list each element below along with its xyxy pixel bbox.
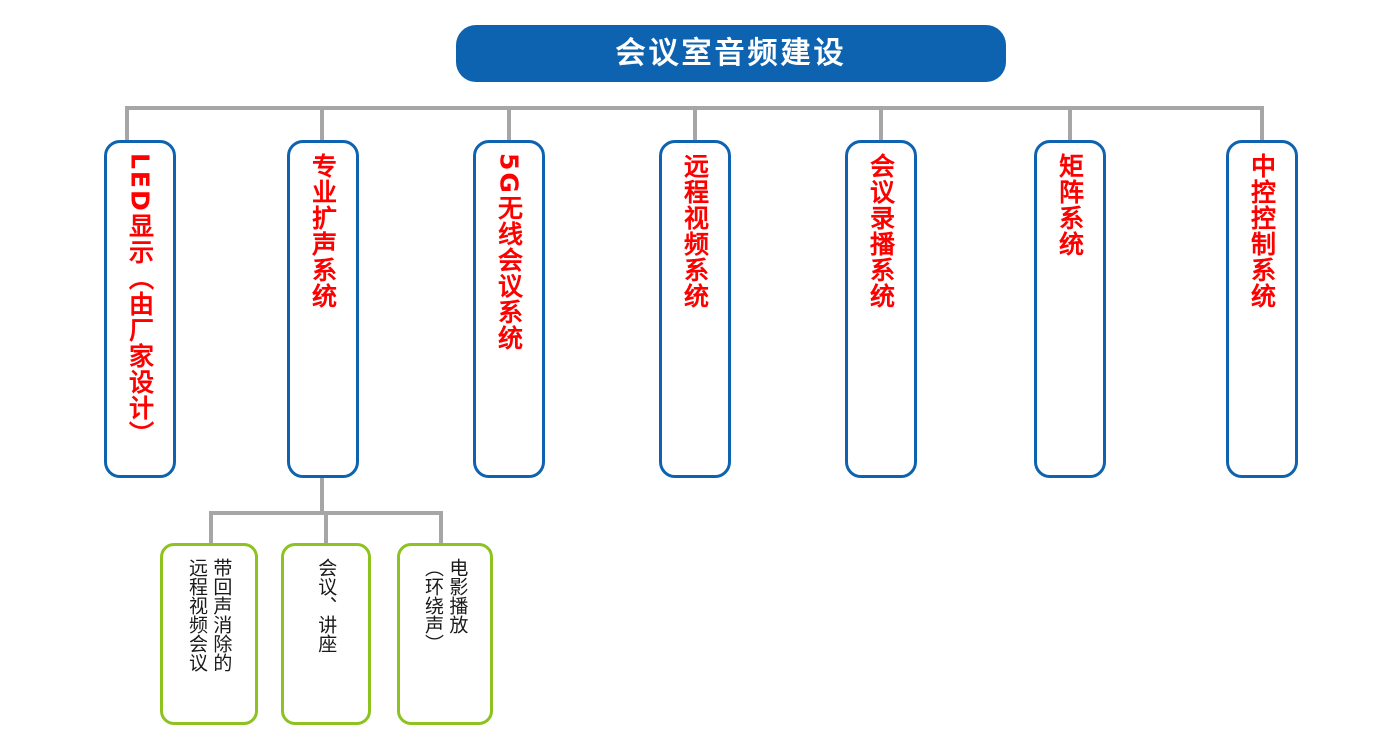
node-led-display-lead: LED [125, 153, 155, 213]
node-led-display-label: LED显示（由厂家设计） [125, 153, 155, 447]
node-matrix-system-label: 矩阵系统 [1055, 153, 1085, 257]
root-node-label: 会议室音频建设 [615, 35, 847, 71]
connector-drop-5g-wireless-conference [507, 106, 511, 142]
root-node-conference-room-audio[interactable]: 会议室音频建设 [456, 25, 1006, 82]
node-meeting-lecture[interactable]: 会议、讲座 [281, 543, 371, 725]
node-movie-playback-col-left: （环绕声） [422, 558, 444, 653]
node-central-control-label: 中控控制系统 [1247, 153, 1277, 309]
node-remote-video-label: 远程视频系统 [680, 153, 710, 309]
node-matrix-system[interactable]: 矩阵系统 [1034, 140, 1106, 478]
node-led-display[interactable]: LED显示（由厂家设计） [104, 140, 176, 478]
connector-drop-led-display [125, 106, 129, 142]
connector-drop-meeting-lecture [324, 511, 328, 545]
node-conference-recording-label: 会议录播系统 [866, 153, 896, 309]
node-remote-video[interactable]: 远程视频系统 [659, 140, 731, 478]
node-5g-wireless-conference[interactable]: 5G无线会议系统 [473, 140, 545, 478]
connector-drop-movie-playback [439, 511, 443, 545]
connector-drop-remote-video [693, 106, 697, 142]
connector-drop-conference-recording [879, 106, 883, 142]
node-central-control[interactable]: 中控控制系统 [1226, 140, 1298, 478]
node-pro-sound-reinforcement[interactable]: 专业扩声系统 [287, 140, 359, 478]
node-meeting-lecture-label: 会议、讲座 [315, 558, 338, 653]
connector-drop-aec-remote-video-conference [209, 511, 213, 545]
node-conference-recording[interactable]: 会议录播系统 [845, 140, 917, 478]
node-5g-wireless-conference-lead: 5G [494, 153, 524, 195]
node-aec-remote-video-conference-col-left: 远程视频会议 [186, 558, 208, 672]
node-5g-wireless-conference-rest: 无线会议系统 [494, 194, 524, 351]
node-5g-wireless-conference-label: 5G无线会议系统 [494, 153, 524, 351]
connector-drop-central-control [1260, 106, 1264, 142]
node-movie-playback[interactable]: 电影播放 （环绕声） [397, 543, 493, 725]
connector-stem-pro-sound-reinforcement [320, 478, 324, 515]
node-led-display-rest: 显示（由厂家设计） [125, 212, 155, 447]
node-movie-playback-col-right: 电影播放 [446, 558, 469, 634]
node-aec-remote-video-conference-col-right: 带回声消除的 [210, 558, 233, 672]
node-pro-sound-reinforcement-label: 专业扩声系统 [308, 153, 338, 309]
connector-drop-matrix-system [1068, 106, 1072, 142]
node-aec-remote-video-conference[interactable]: 带回声消除的 远程视频会议 [160, 543, 258, 725]
connector-drop-pro-sound-reinforcement [320, 106, 324, 142]
